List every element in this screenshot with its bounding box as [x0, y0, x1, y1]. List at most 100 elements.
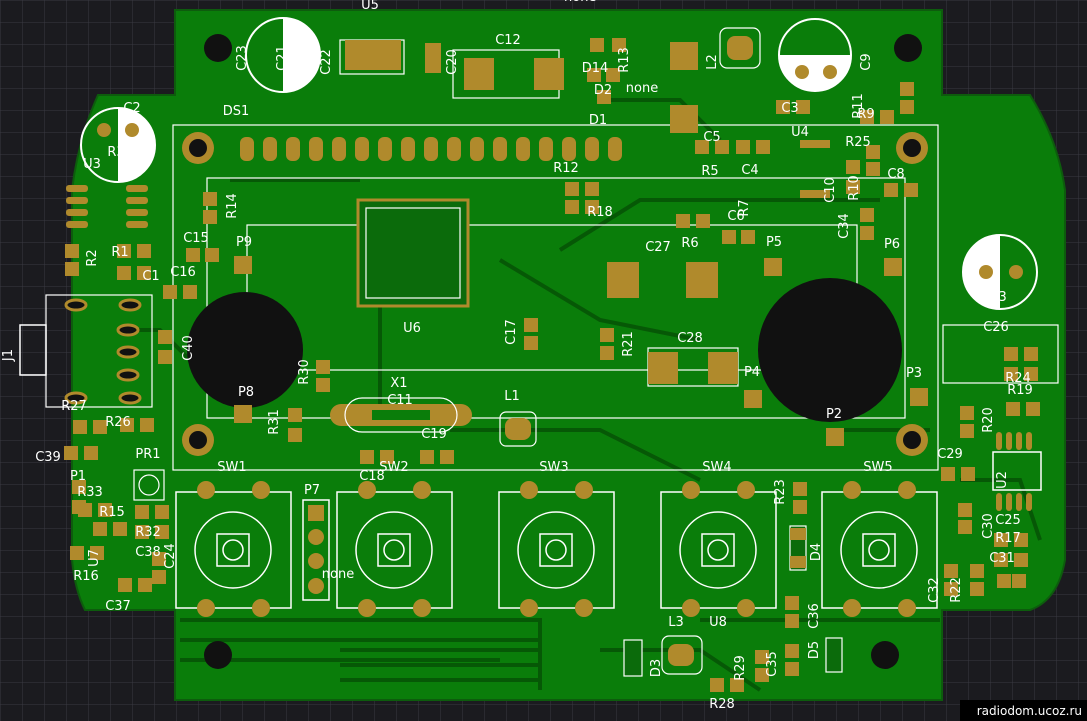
silkscreen-label: U2 [995, 471, 1010, 489]
silkscreen-label: X1 [390, 376, 407, 391]
watermark-text: radiodom.ucoz.ru [977, 704, 1082, 718]
electrolytic-capacitors [80, 17, 1038, 310]
silkscreen-label: U5 [361, 0, 379, 13]
silkscreen-label: C36 [807, 603, 822, 629]
silkscreen-label: C16 [170, 265, 196, 280]
silkscreen-label: C29 [937, 447, 963, 462]
silkscreen-label: C18 [359, 469, 385, 484]
silkscreen-label: P3 [906, 366, 922, 381]
silkscreen-label: C27 [645, 240, 671, 255]
silkscreen-label: R21 [621, 331, 636, 357]
silkscreen-label: R20 [981, 407, 996, 433]
silkscreen-label: R18 [587, 205, 613, 220]
silkscreen-label: R26 [105, 415, 131, 430]
silkscreen-label: C17 [504, 319, 519, 345]
silkscreen-label: L1 [504, 389, 520, 404]
mounting-holes [182, 34, 928, 669]
silkscreen-label: R24 [1005, 371, 1031, 386]
silkscreen-label: C37 [105, 599, 131, 614]
top-partial-text: none [564, 0, 596, 5]
silkscreen-label: C39 [35, 450, 61, 465]
silkscreen-label: SW1 [217, 460, 246, 475]
u6-qfp-chip [356, 198, 470, 308]
silkscreen-label: D5 [807, 641, 822, 659]
silkscreen-label: C19 [421, 427, 447, 442]
silkscreen-label: R32 [135, 525, 161, 540]
silkscreen-label: P8 [238, 385, 254, 400]
silkscreen-label: C35 [765, 651, 780, 677]
silkscreen-label: none [626, 81, 658, 96]
silkscreen-label: C32 [927, 577, 942, 603]
silkscreen-label: R12 [553, 161, 579, 176]
pcb-board [71, 9, 1066, 701]
silkscreen-label: C28 [677, 331, 703, 346]
silkscreen-label: L2 [705, 54, 720, 70]
silkscreen-label: D14 [582, 61, 609, 76]
silkscreen-label: R2 [85, 249, 100, 266]
silkscreen-label: D4 [809, 543, 824, 561]
silkscreen-label: PR1 [135, 447, 160, 462]
silkscreen-label: U8 [709, 615, 727, 630]
silkscreen-label: U6 [403, 321, 421, 336]
silkscreen-label: R11 [851, 93, 866, 119]
silkscreen-label: R17 [995, 531, 1021, 546]
silkscreen-label: SW4 [702, 460, 731, 475]
silkscreen-label: C22 [319, 49, 334, 75]
silkscreen-label: P2 [826, 407, 842, 422]
silkscreen-label: C20 [445, 49, 460, 75]
silkscreen-label: SW5 [863, 460, 892, 475]
silkscreen-label: D2 [594, 83, 612, 98]
silkscreen-label: P1 [70, 469, 86, 484]
silkscreen-label: P7 [304, 483, 320, 498]
silkscreen-label: R14 [225, 193, 240, 219]
silkscreen-label: R19 [1007, 383, 1033, 398]
silkscreen-label: R3 [107, 145, 124, 160]
silkscreen-label: D1 [589, 113, 607, 128]
silkscreen-label: C6 [727, 209, 744, 224]
silkscreen-label: P6 [884, 237, 900, 252]
silkscreen-label: C24 [163, 543, 178, 569]
silkscreen-label: SW2 [379, 460, 408, 475]
silkscreen-label: C38 [135, 545, 161, 560]
silkscreen-label: C34 [837, 213, 852, 239]
silkscreen-label: C4 [741, 163, 758, 178]
silkscreen-label: C26 [983, 320, 1009, 335]
silkscreen-label: L3 [668, 615, 684, 630]
silkscreen-label: R31 [267, 409, 282, 435]
silkscreen-label: R5 [701, 164, 718, 179]
trimmer-pr1 [133, 469, 165, 501]
silkscreen-label: C21 [275, 45, 290, 71]
tactile-switches [175, 481, 938, 617]
silkscreen-label: C11 [387, 393, 413, 408]
header-p7 [302, 499, 330, 601]
silkscreen-label: R7 [737, 199, 752, 216]
silkscreen-label: R25 [845, 135, 871, 150]
silkscreen-label: J1 [1, 349, 16, 362]
diodes [597, 90, 843, 677]
silkscreen-label: U7 [87, 549, 102, 567]
silkscreen-label: C12 [495, 33, 521, 48]
silkscreen-label: R1 [111, 245, 128, 260]
silkscreen-label: R22 [949, 577, 964, 603]
silkscreen-label: C3 [781, 101, 798, 116]
silkscreen-label: C2 [123, 101, 140, 116]
silkscreen-label: SW3 [539, 460, 568, 475]
silkscreen-label: C31 [989, 551, 1015, 566]
silkscreen-label: C23 [235, 45, 250, 71]
silkscreen-label: P5 [766, 235, 782, 250]
silkscreen-label: R28 [709, 697, 735, 712]
silkscreen-label: none [322, 567, 354, 582]
usb-connector-j1 [19, 298, 142, 405]
silkscreen-label: R29 [733, 655, 748, 681]
silkscreen-label: C33 [981, 290, 1007, 305]
silkscreen-label: R33 [77, 485, 103, 500]
silkscreen-label: C30 [981, 513, 996, 539]
silkscreen-label: C1 [142, 269, 159, 284]
silkscreen-label: DS1 [223, 104, 250, 119]
silkscreen-label: C14 [295, 47, 310, 73]
inductors [499, 27, 761, 675]
silkscreen-label: R15 [99, 505, 125, 520]
chip-u2 [992, 432, 1042, 511]
